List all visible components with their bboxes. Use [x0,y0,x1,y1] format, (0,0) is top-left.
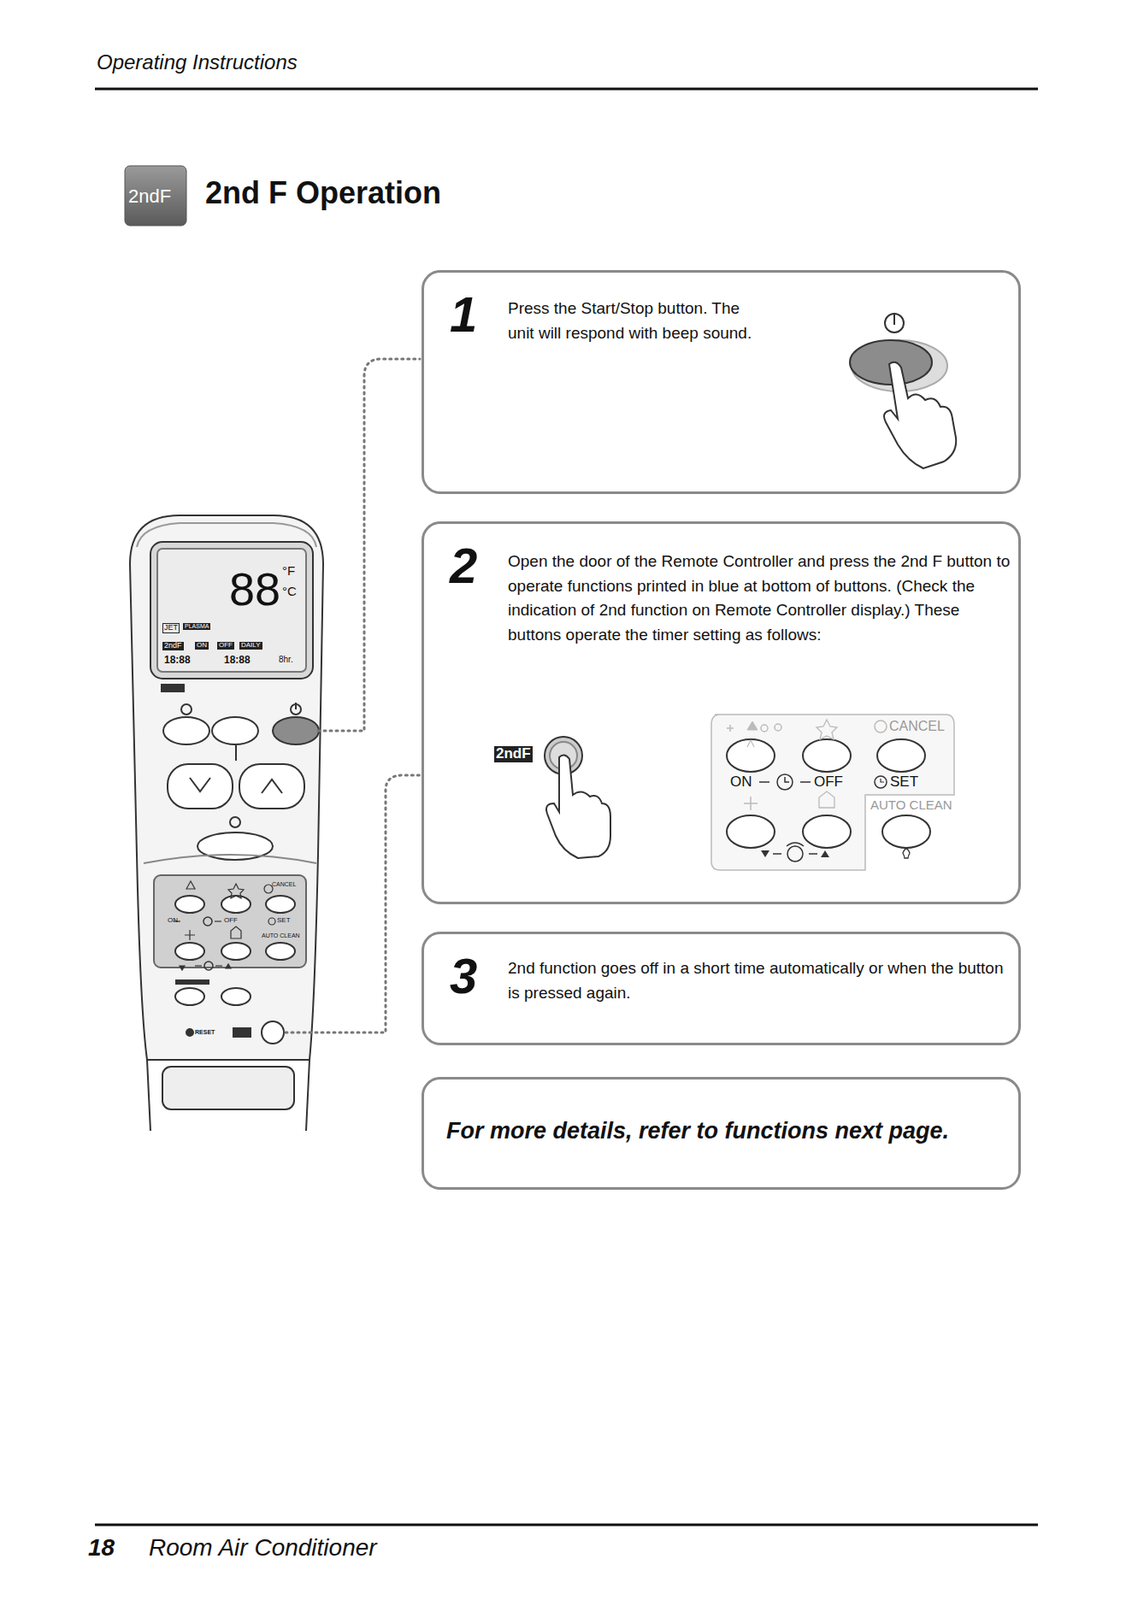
title-icon [124,165,187,226]
display-time: 18:88 [224,654,251,667]
timer-button-panel [711,714,955,871]
leader-line [318,359,420,732]
button-label: RESET [194,1029,215,1037]
step-box: 32nd function goes off in a short time a… [421,931,1021,1046]
remote-panel-glyphs [173,881,276,971]
step-box: 1Press the Start/Stop button. The unit w… [421,270,1021,495]
display-indicator: OFF [217,642,235,650]
step-text: Press the Start/Stop button. The unit wi… [507,296,765,346]
button-label: AUTO CLEAN [870,798,953,814]
button-label: ON [167,917,178,926]
header-rule [94,88,1038,91]
display-indicator: DAILY [239,642,263,650]
start-stop-button [849,312,956,469]
page-number: 18 [88,1535,115,1563]
footer-rule [94,1524,1038,1528]
unit-symbol: °F [282,564,295,579]
display-indicator: PLASMA [182,623,211,631]
step-box: For more details, refer to functions nex… [421,1077,1021,1191]
display-indicator: 8hr. [278,654,294,665]
unit-symbol: °C [282,584,297,600]
button-label: SET [890,774,919,791]
button-label: SET [277,917,291,926]
step-number: 2 [449,541,502,591]
display-time: 18:88 [164,654,191,667]
step-number: 1 [449,289,502,340]
2ndf-button [544,736,611,859]
remote-controller [129,515,324,1132]
page-header: Operating Instructions [96,51,298,74]
step-text: 2nd function goes off in a short time au… [507,956,1013,1006]
leader-line [285,775,420,1033]
button-label: CANCEL [271,881,296,889]
step-text: For more details, refer to functions nex… [446,1117,1003,1145]
button-label: OFF [813,774,844,791]
title-icon-text: 2ndF [128,186,171,207]
button-label: OFF [224,917,238,926]
step-number: 3 [449,951,502,1002]
button-label: ON [730,774,753,791]
button-label: AUTO CLEAN [261,932,301,940]
display-digits: 88 [229,564,281,615]
page-footer: Room Air Conditioner [148,1535,378,1563]
button-badge: 2ndF [494,746,533,763]
button-label: CANCEL [889,719,945,735]
display-indicator: JET [162,623,180,634]
page-title: 2nd F Operation [205,176,442,211]
step-box: 2Open the door of the Remote Controller … [421,521,1021,905]
display-indicator: ON [194,642,209,650]
display-indicator: 2ndF [162,642,184,651]
step-text: Open the door of the Remote Controller a… [507,549,1013,648]
